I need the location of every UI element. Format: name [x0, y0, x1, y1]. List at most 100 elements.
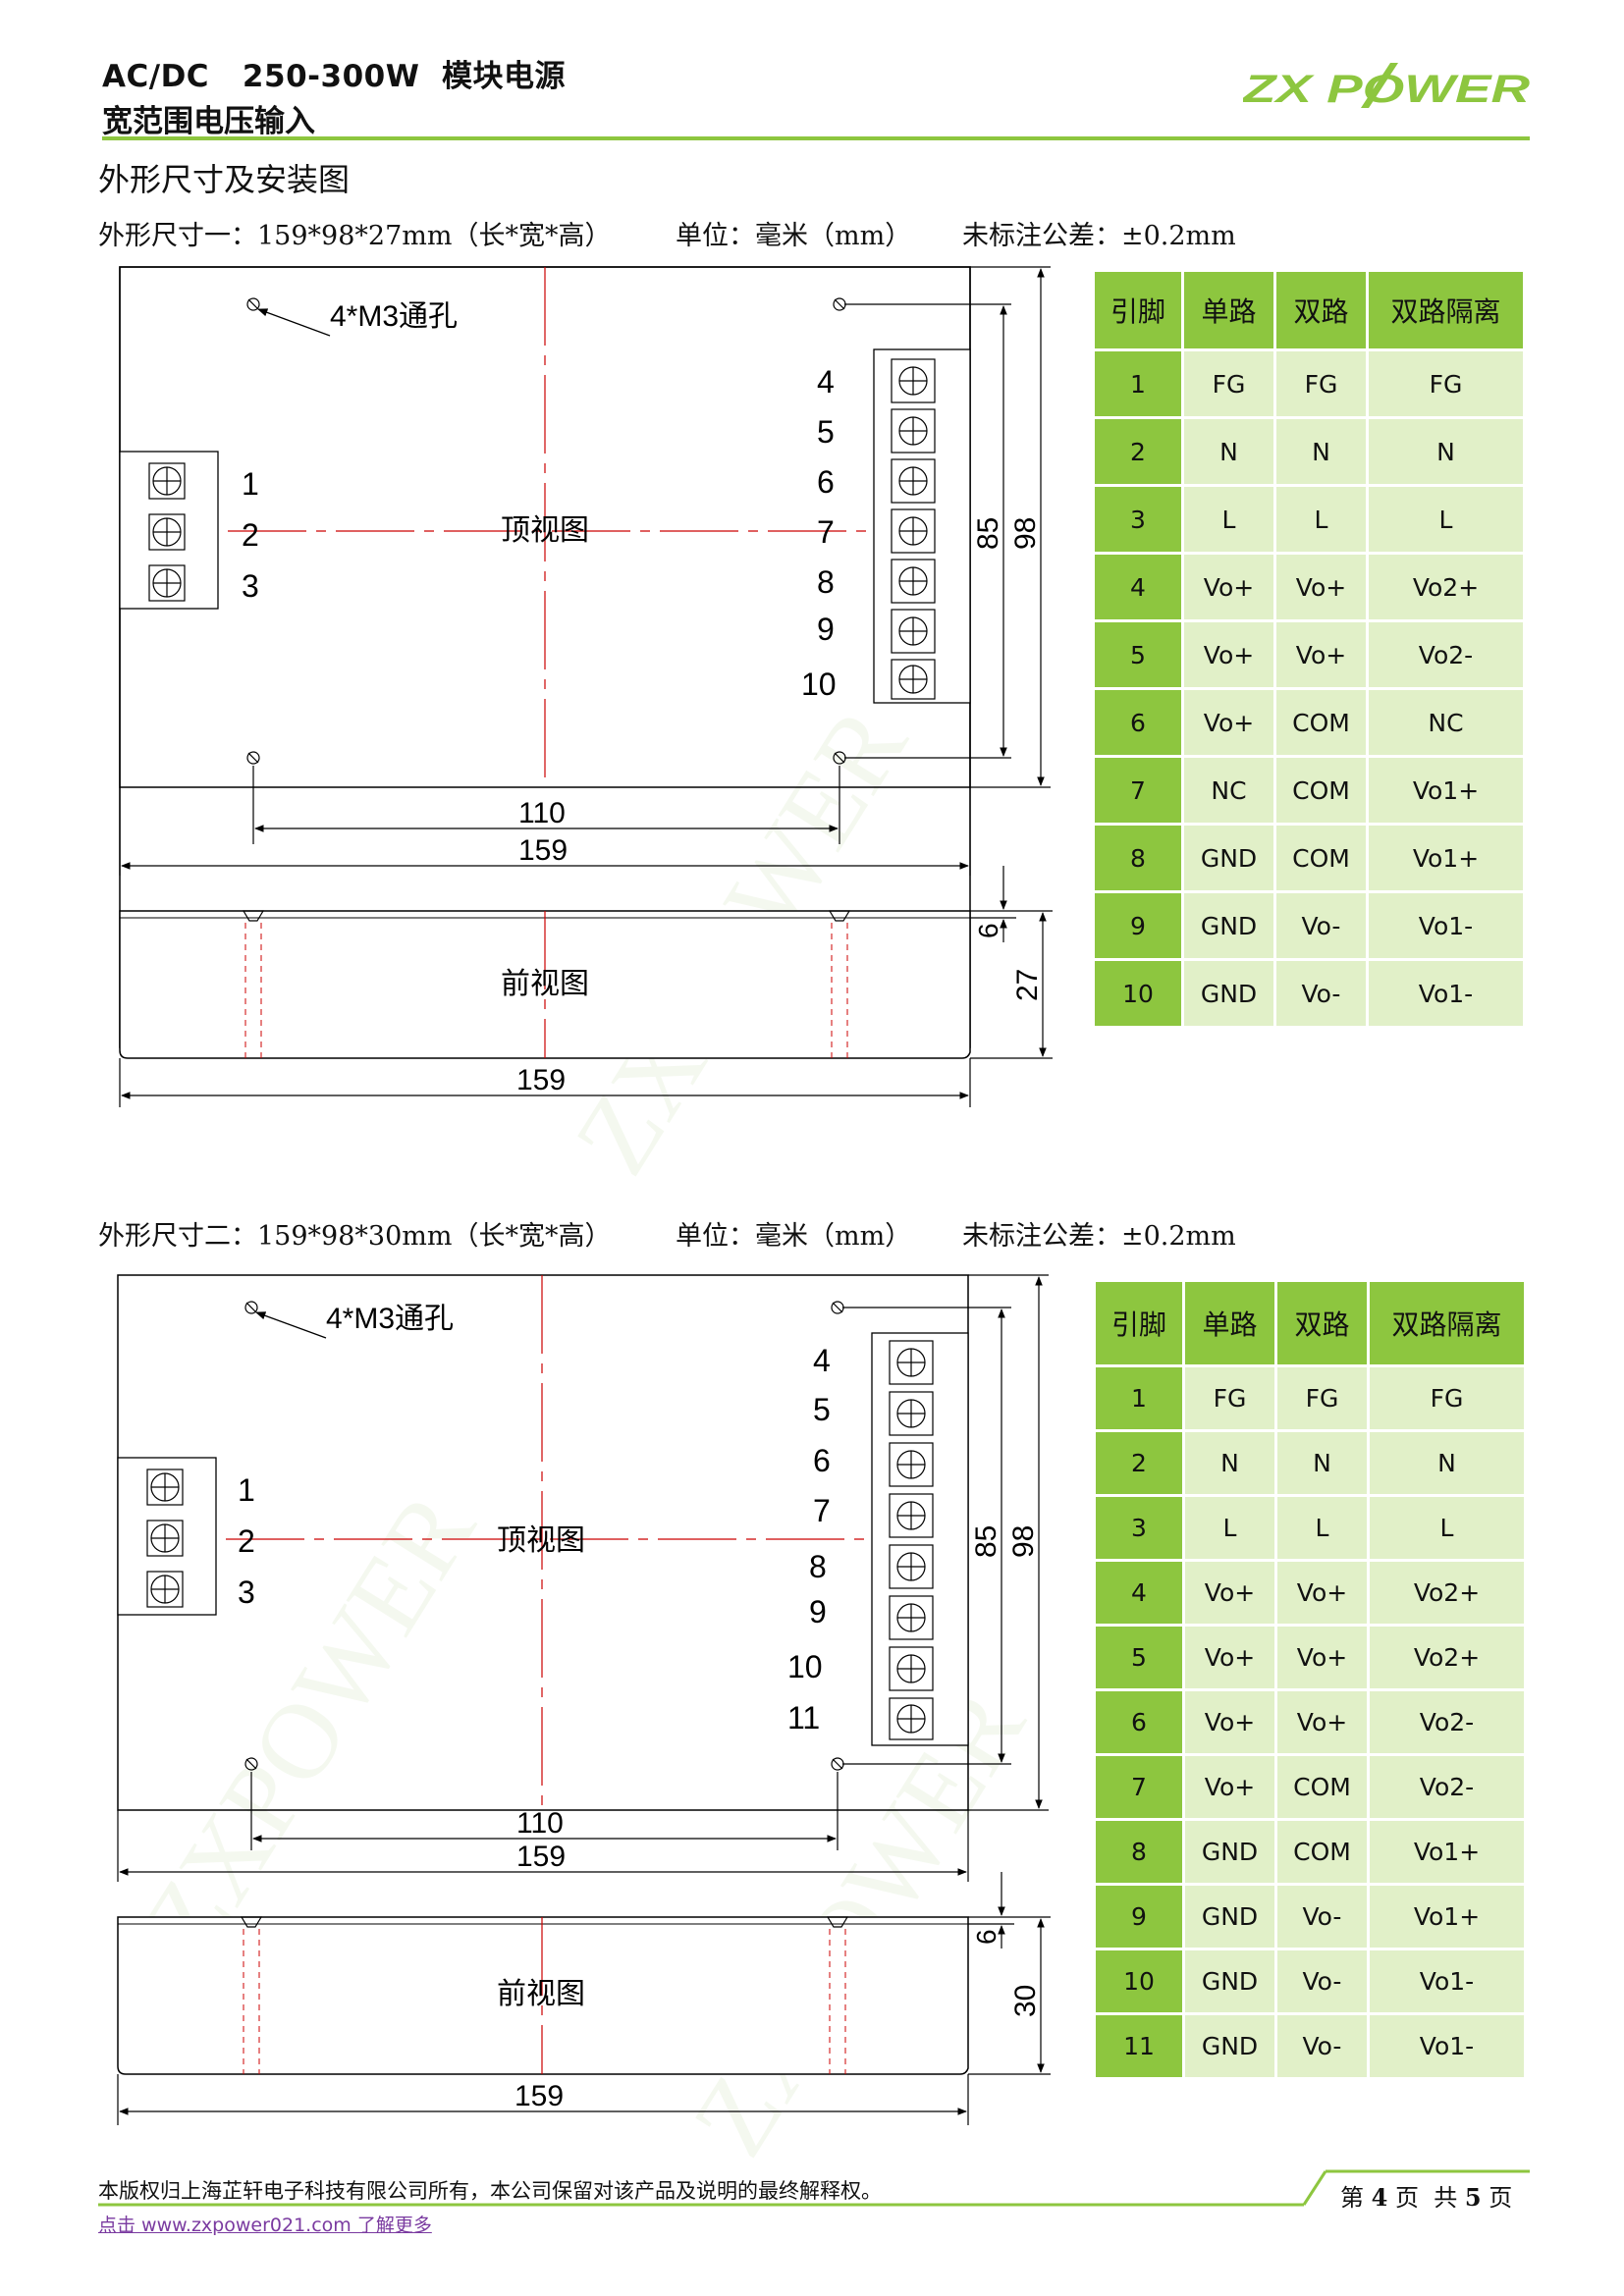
table-cell: Vo+: [1276, 555, 1366, 619]
pin-number: 3: [1095, 487, 1181, 552]
pin-number: 2: [1095, 419, 1181, 484]
table-cell: Vo1-: [1370, 1950, 1524, 2012]
table-header: 双路: [1276, 272, 1366, 348]
pin-number: 3: [1096, 1497, 1182, 1559]
table-cell: Vo2+: [1370, 1562, 1524, 1624]
table-cell: Vo+: [1277, 1691, 1367, 1753]
terminal-label: 7: [813, 1493, 831, 1528]
table-cell: COM: [1276, 758, 1366, 823]
pin-number: 6: [1095, 690, 1181, 755]
table-cell: GND: [1185, 2015, 1274, 2077]
dim-label: 159: [516, 1841, 566, 1873]
front-view-label: 前视图: [497, 1978, 585, 2010]
table-cell: GND: [1185, 1886, 1274, 1948]
table-cell: L: [1369, 487, 1523, 552]
terminal-label: 6: [813, 1443, 831, 1478]
pin-number: 9: [1095, 893, 1181, 958]
table-cell: Vo2-: [1369, 622, 1523, 687]
table-cell: Vo+: [1277, 1627, 1367, 1688]
terminal-label: 2: [238, 1523, 255, 1559]
dim-label: 30: [1009, 1985, 1042, 2017]
table-cell: L: [1185, 1497, 1274, 1559]
table-cell: Vo1+: [1369, 758, 1523, 823]
dim-label: 159: [518, 834, 568, 867]
table-cell: Vo-: [1276, 893, 1366, 958]
pin-number: 9: [1096, 1886, 1182, 1948]
pin-number: 1: [1095, 351, 1181, 416]
table-cell: L: [1277, 1497, 1367, 1559]
table-cell: Vo-: [1277, 1886, 1367, 1948]
pin-number: 5: [1096, 1627, 1182, 1688]
header-rule: [102, 136, 1530, 140]
pin-number: 10: [1095, 961, 1181, 1026]
outline-drawing-2: 4*M3通孔 顶视图 1 2 3 4: [117, 1274, 1051, 2125]
terminal-label: 8: [817, 564, 835, 600]
dim-label: 159: [514, 2080, 564, 2112]
page-suffix: 页: [1489, 2184, 1513, 2212]
dim-label: 110: [516, 1807, 564, 1840]
dim-label: 6: [973, 923, 1003, 938]
dim-label: 6: [971, 1929, 1001, 1945]
table-cell: FG: [1369, 351, 1523, 416]
table-cell: GND: [1185, 1950, 1274, 2012]
terminal-label: 9: [809, 1594, 827, 1629]
table-cell: Vo+: [1185, 1627, 1274, 1688]
section-title: 外形尺寸及安装图: [98, 161, 351, 198]
spec-tolerance: 未标注公差：±0.2mm: [962, 1221, 1236, 1252]
front-view: 前视图 6 30 159: [117, 1872, 1051, 2125]
dim-label: 110: [518, 797, 566, 829]
table-header: 双路隔离: [1370, 1282, 1524, 1364]
front-view: 前视图 6 27 159: [119, 866, 1053, 1107]
zxpower-logo: ZX POWER: [1242, 59, 1538, 122]
terminal-label: 11: [787, 1700, 820, 1735]
top-view-label: 顶视图: [501, 514, 589, 547]
terminal-label: 3: [242, 568, 259, 604]
table-cell: Vo+: [1185, 1756, 1274, 1818]
table-cell: GND: [1185, 1821, 1274, 1883]
spec-unit: 单位：毫米（mm）: [676, 221, 912, 251]
table-cell: L: [1370, 1497, 1524, 1559]
table-cell: GND: [1184, 893, 1273, 958]
table-cell: GND: [1184, 826, 1273, 890]
table-header: 引脚: [1095, 272, 1181, 348]
table-header: 双路隔离: [1369, 272, 1523, 348]
page-number: 第 4 页 共 5 页: [1340, 2178, 1512, 2213]
table-cell: Vo-: [1276, 961, 1366, 1026]
table-cell: COM: [1276, 826, 1366, 890]
table-cell: Vo-: [1277, 2015, 1367, 2077]
spec-dimensions: 外形尺寸一：159*98*27mm（长*宽*高）: [98, 221, 612, 251]
left-terminal-block: [119, 451, 219, 610]
page-current: 4: [1371, 2183, 1388, 2212]
table-header: 双路: [1277, 1282, 1367, 1364]
dim-label: 85: [972, 517, 1004, 550]
website-link[interactable]: 点击 www.zxpower021.com 了解更多: [98, 2215, 432, 2236]
table-cell: Vo+: [1277, 1562, 1367, 1624]
table-cell: N: [1370, 1432, 1524, 1494]
terminal-label: 5: [813, 1392, 831, 1427]
right-terminal-block: [873, 348, 971, 704]
table-cell: Vo2+: [1370, 1627, 1524, 1688]
table-cell: Vo1-: [1369, 961, 1523, 1026]
pin-number: 8: [1096, 1821, 1182, 1883]
table-cell: Vo+: [1184, 690, 1273, 755]
table-cell: N: [1369, 419, 1523, 484]
terminal-label: 7: [817, 514, 835, 550]
table-cell: Vo1-: [1369, 893, 1523, 958]
dim-label: 98: [1009, 517, 1042, 550]
table-cell: COM: [1276, 690, 1366, 755]
top-view: 4*M3通孔 顶视图 1 2 3 4: [117, 1274, 1049, 1882]
table-cell: Vo+: [1184, 622, 1273, 687]
page-mid: 页 共: [1394, 2184, 1458, 2212]
spec-tolerance: 未标注公差：±0.2mm: [962, 221, 1236, 251]
